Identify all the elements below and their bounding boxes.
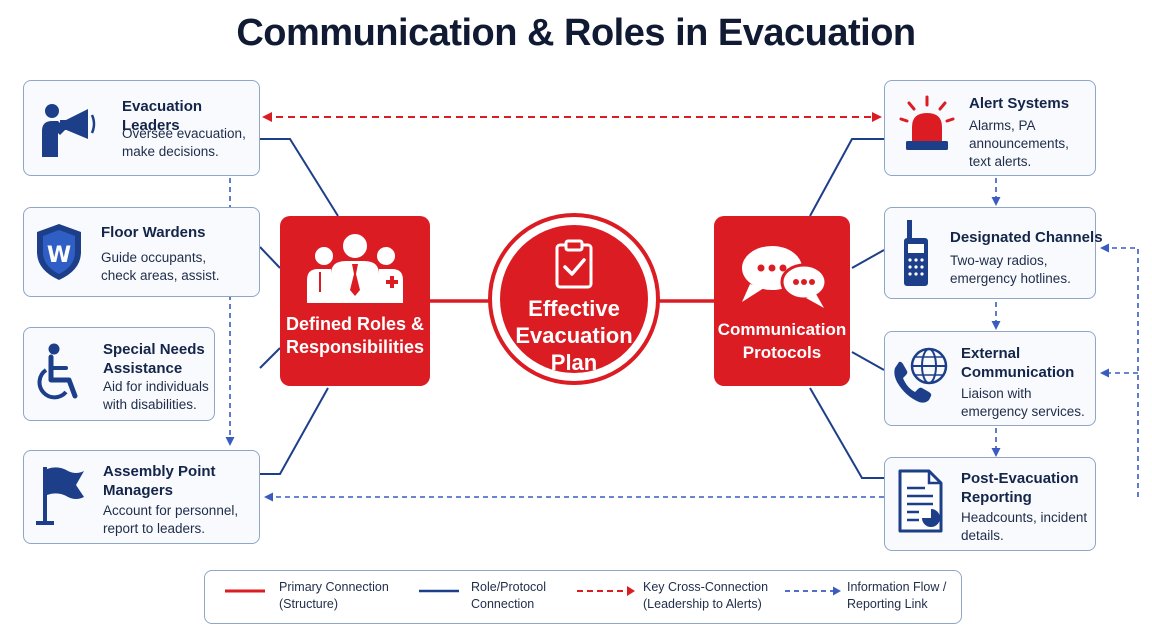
legend-line-1: Role/Protocol xyxy=(471,580,547,594)
protocol-card-designated-channels: Designated Channels Two-way radios, emer… xyxy=(884,207,1103,299)
legend-line-1: Key Cross-Connection xyxy=(643,580,769,594)
role-description: Guide occupants, check areas, assist. xyxy=(101,250,220,283)
center-label-line-1: Effective xyxy=(528,296,620,321)
chat-bubbles-icon xyxy=(742,246,828,308)
legend-swatch-key-cross xyxy=(577,586,635,596)
roles-hub: Defined Roles & Responsibilities xyxy=(280,216,430,386)
legend-swatch-role-protocol xyxy=(419,589,459,593)
protocol-description: Liaison with emergency services. xyxy=(961,386,1085,419)
role-card-evacuation-leaders: Evacuation Leaders Oversee evacuation, m… xyxy=(23,80,260,176)
role-description: Oversee evacuation, make decisions. xyxy=(122,126,246,159)
shield-badge: W xyxy=(47,243,71,268)
legend-line-2: Connection xyxy=(471,597,535,611)
shield-icon: W xyxy=(37,224,81,280)
protocol-title: Alert Systems xyxy=(969,95,1070,112)
report-icon xyxy=(898,469,943,533)
legend-line-2: (Structure) xyxy=(279,597,339,611)
roles-hub-label-line-2: Responsibilities xyxy=(285,337,425,357)
legend-line-2: (Leadership to Alerts) xyxy=(643,597,762,611)
team-icon xyxy=(307,234,403,303)
role-title: Evacuation Leaders xyxy=(122,98,203,134)
legend-swatch-primary xyxy=(225,589,265,593)
legend-swatch-information-flow xyxy=(785,586,841,596)
information-flow-links xyxy=(225,178,1139,502)
protocol-connections xyxy=(809,138,885,479)
clipboard-check-icon xyxy=(555,239,593,289)
protocol-description: Headcounts, incident details. xyxy=(961,510,1088,543)
legend: Primary Connection (Structure) Role/Prot… xyxy=(204,570,962,624)
role-title: Assembly Point Managers xyxy=(103,463,216,499)
protocol-title: Post-Evacuation Reporting xyxy=(961,470,1079,506)
protocol-title: Designated Channels xyxy=(950,229,1103,246)
legend-line-1: Primary Connection xyxy=(279,580,389,594)
wheelchair-icon xyxy=(37,343,78,400)
center-label-line-2: Evacuation xyxy=(515,323,633,348)
center-plan: Effective Evacuation Plan xyxy=(488,213,660,385)
role-title: Floor Wardens xyxy=(101,224,206,241)
megaphone-icon xyxy=(42,104,96,157)
role-title: Special Needs Assistance xyxy=(103,341,205,377)
communication-hub-label-line-1: Communication xyxy=(717,320,847,339)
protocol-description: Alarms, PA announcements, text alerts. xyxy=(969,118,1069,169)
role-description: Aid for individuals with disabilities. xyxy=(103,379,209,412)
legend-line-1: Information Flow / xyxy=(847,580,947,594)
protocol-description: Two-way radios, emergency hotlines. xyxy=(950,253,1071,286)
phone-globe-icon xyxy=(894,347,948,403)
protocol-title: External Communication xyxy=(961,345,1075,381)
role-card-floor-wardens: W Floor Wardens Guide occupants, check a… xyxy=(23,207,260,297)
roles-hub-label-line-1: Defined Roles & xyxy=(285,314,425,334)
role-card-special-needs: Special Needs Assistance Aid for individ… xyxy=(23,327,215,421)
radio-icon xyxy=(904,220,928,286)
legend-line-2: Reporting Link xyxy=(847,597,928,611)
role-description: Account for personnel, report to leaders… xyxy=(103,503,239,536)
siren-icon xyxy=(899,95,955,150)
flag-icon xyxy=(36,467,84,525)
role-connections xyxy=(259,138,339,475)
communication-hub: Communication Protocols xyxy=(714,216,850,386)
center-label-line-3: Plan xyxy=(550,350,598,375)
protocol-card-alert-systems: Alert Systems Alarms, PA announcements, … xyxy=(884,80,1096,176)
role-card-assembly-point: Assembly Point Managers Account for pers… xyxy=(23,450,260,544)
communication-hub-label-line-2: Protocols xyxy=(742,343,822,362)
page-title: Communication & Roles in Evacuation xyxy=(236,12,916,54)
protocol-card-post-evacuation: Post-Evacuation Reporting Headcounts, in… xyxy=(884,457,1096,551)
protocol-card-external-communication: External Communication Liaison with emer… xyxy=(884,331,1096,426)
